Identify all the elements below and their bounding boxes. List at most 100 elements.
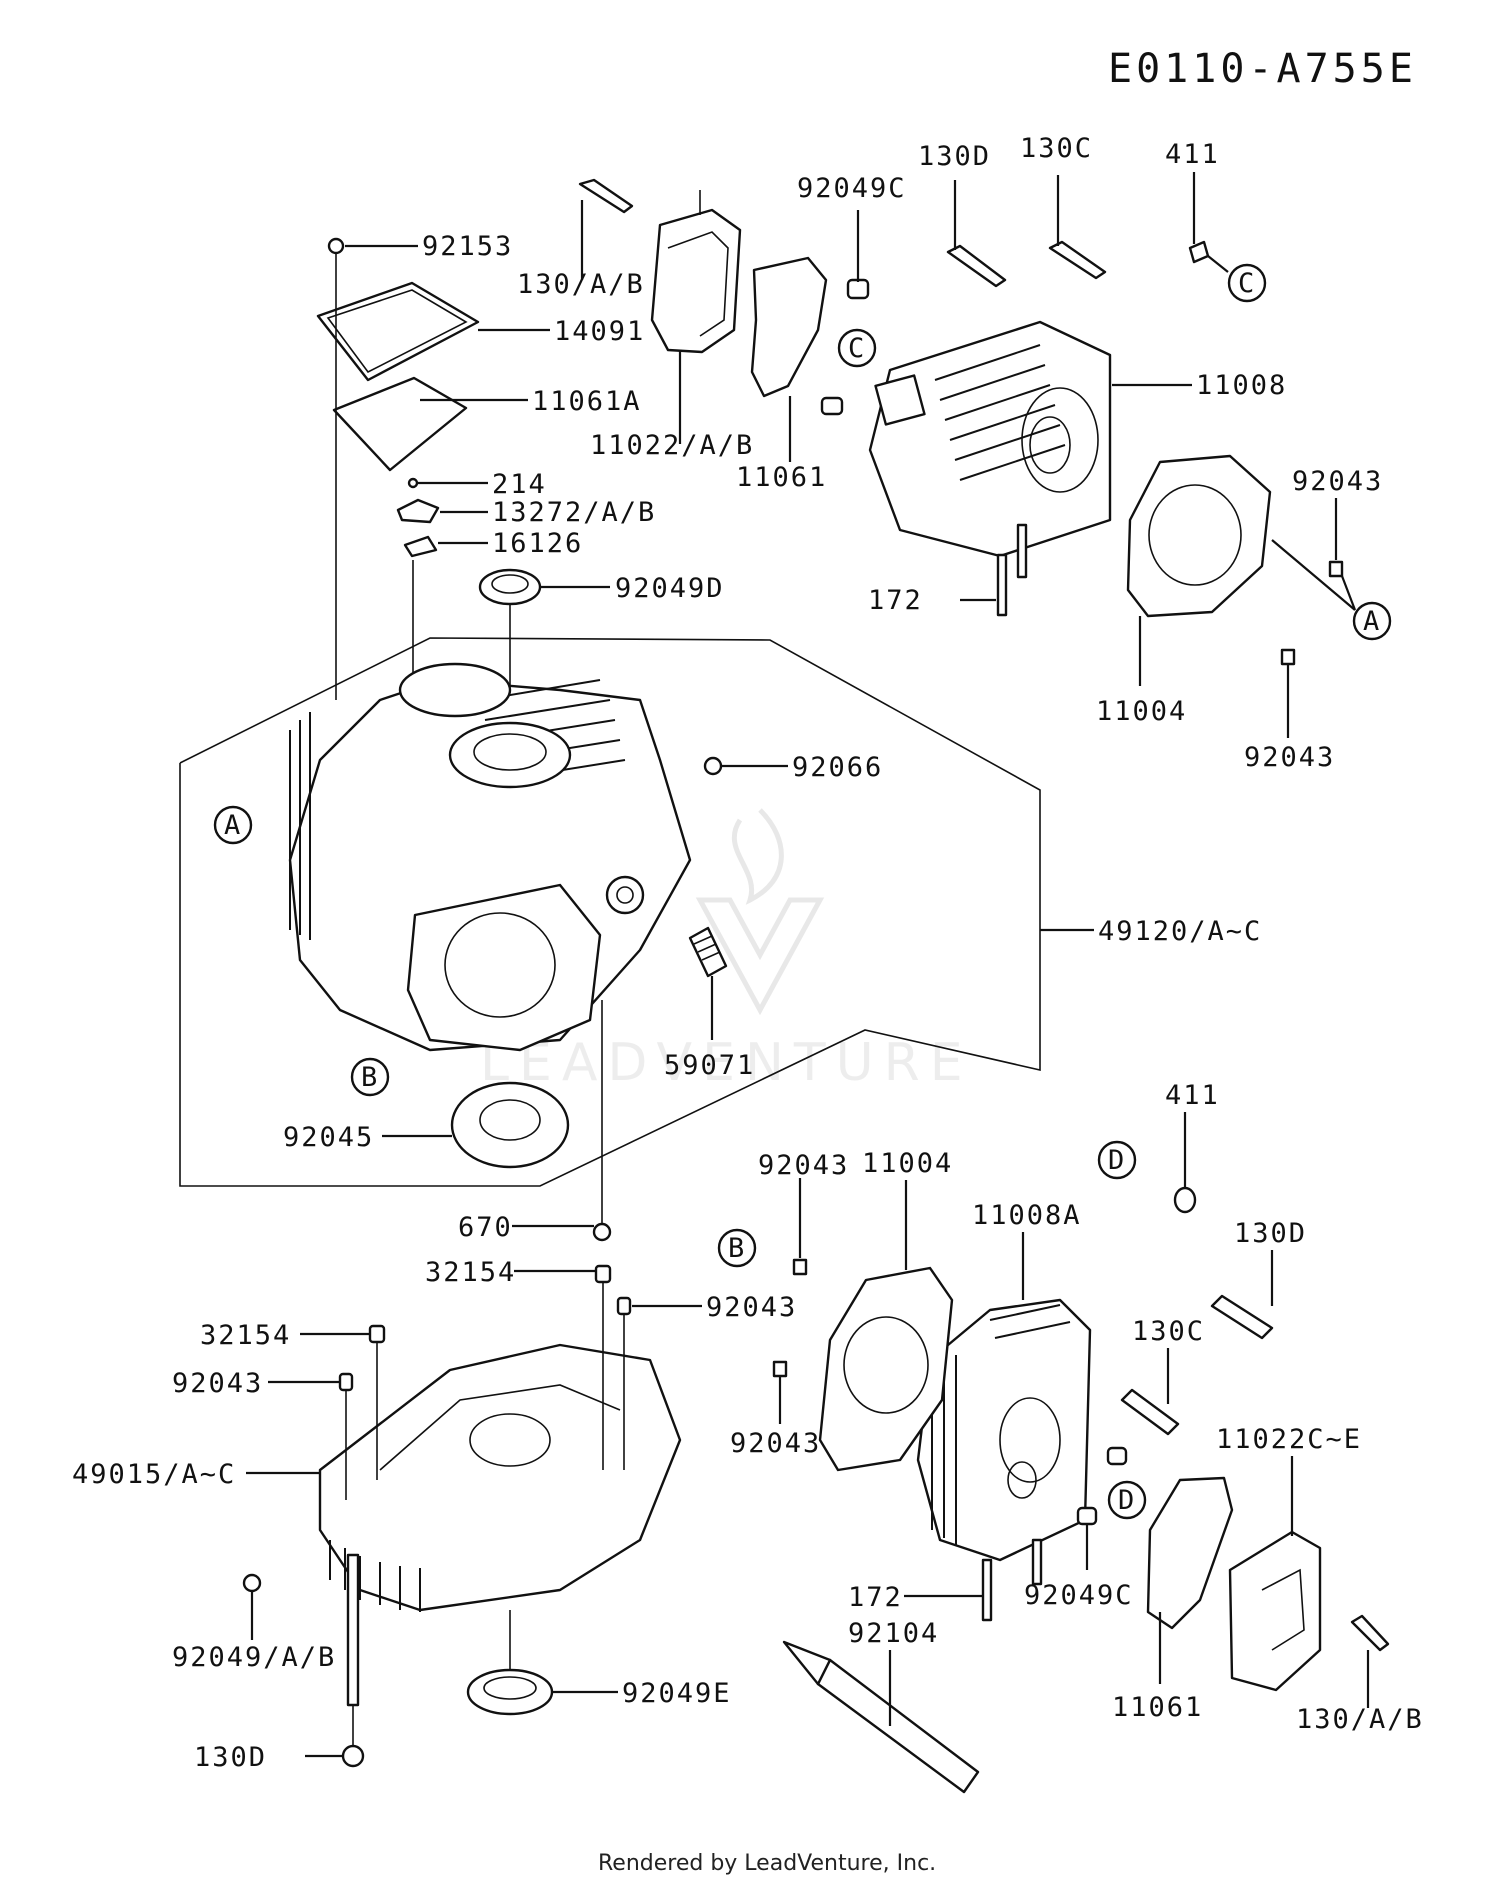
label-11061-top: 11061	[736, 462, 827, 493]
svg-text:A: A	[1363, 606, 1381, 637]
crankcase-lower-49015	[318, 1343, 682, 1612]
plug-32154-a	[594, 1264, 612, 1284]
label-92104: 92104	[848, 1618, 939, 1649]
bolt-130AB-bottom	[1350, 1614, 1390, 1652]
label-670: 670	[458, 1212, 513, 1243]
label-92153: 92153	[422, 231, 513, 262]
ref-circle-C-mid: C	[837, 328, 877, 368]
ref-circle-B-left: B	[350, 1057, 390, 1097]
label-92043-c: 92043	[706, 1292, 797, 1323]
gasket-11061-bottom	[1146, 1476, 1234, 1630]
sealant-tube-92104	[816, 1658, 980, 1794]
ref-circle-A-left: A	[213, 805, 253, 845]
label-214: 214	[492, 469, 547, 500]
label-92049C-top: 92049C	[797, 173, 907, 204]
dowel-92043-c	[616, 1296, 632, 1316]
washer-411-bottom	[1173, 1186, 1197, 1214]
fitting-92049C-top	[846, 278, 870, 300]
gasket-14091	[316, 281, 480, 382]
ref-circle-C-top: C	[1227, 263, 1267, 303]
stud-172-bottom	[981, 1558, 993, 1622]
label-92043-a: 92043	[1292, 466, 1383, 497]
label-32154-b: 32154	[200, 1320, 291, 1351]
bearing-92045	[450, 1081, 570, 1169]
leader-lines	[246, 172, 1370, 1758]
label-411-bottom: 411	[1165, 1080, 1220, 1111]
label-92043-b: 92043	[1244, 742, 1335, 773]
ref-circle-D-top: D	[1097, 1140, 1137, 1180]
dowel-92043-f	[772, 1360, 788, 1378]
label-92049D: 92049D	[615, 573, 725, 604]
label-16126: 16126	[492, 528, 583, 559]
dowel-92043-d	[338, 1372, 354, 1392]
label-411-top: 411	[1165, 139, 1220, 170]
svg-text:A: A	[224, 810, 242, 841]
label-13272: 13272/A/B	[492, 497, 656, 528]
label-11008: 11008	[1196, 370, 1287, 401]
label-92043-d: 92043	[172, 1368, 263, 1399]
label-130C-top: 130C	[1020, 133, 1093, 164]
label-49015: 49015/A~C	[72, 1459, 236, 1490]
dowel-92043-e	[792, 1258, 808, 1276]
ref-circle-D-mid: D	[1107, 1480, 1147, 1520]
gasket-11061-top	[750, 256, 828, 398]
washer-670	[592, 1222, 612, 1242]
cylinder-head-11008	[868, 320, 1112, 558]
nut-92066	[703, 756, 723, 776]
ref-circle-B-right: B	[717, 1228, 757, 1268]
label-92049C-bottom: 92049C	[1024, 1580, 1134, 1611]
plate-11061A	[332, 376, 468, 472]
svg-text:B: B	[361, 1062, 379, 1093]
bolt-130D-bottom	[346, 1553, 360, 1707]
label-92043-f: 92043	[730, 1428, 821, 1459]
label-11004-bottom: 11004	[862, 1148, 953, 1179]
label-92043-e: 92043	[758, 1150, 849, 1181]
label-11008A: 11008A	[972, 1200, 1082, 1231]
label-11061A: 11061A	[532, 386, 642, 417]
pin-214	[407, 477, 419, 489]
label-11004-top: 11004	[1096, 696, 1187, 727]
label-130C-bottom: 130C	[1132, 1316, 1205, 1347]
svg-text:D: D	[1108, 1145, 1126, 1176]
dowel-92043-a	[1328, 560, 1344, 578]
label-172-bottom: 172	[848, 1582, 903, 1613]
label-32154-a: 32154	[425, 1257, 516, 1288]
part-labels: 92153 14091 11061A 214 13272/A/B 16126 9…	[72, 133, 1424, 1773]
watermark-logo: LEADVENTURE	[480, 808, 973, 1093]
ref-circle-A-right: A	[1352, 601, 1392, 641]
label-130D-right: 130D	[1234, 1218, 1307, 1249]
plug-32154-b	[368, 1324, 386, 1344]
svg-text:C: C	[848, 333, 866, 364]
svg-text:D: D	[1118, 1485, 1136, 1516]
label-172-top: 172	[868, 585, 923, 616]
rocker-cover-11022C	[1228, 1530, 1322, 1692]
label-92049AB: 92049/A/B	[172, 1642, 336, 1673]
bolt-130C-top	[1048, 240, 1107, 280]
label-14091: 14091	[554, 316, 645, 347]
label-92066: 92066	[792, 752, 883, 783]
label-59071: 59071	[664, 1050, 755, 1081]
label-92045: 92045	[283, 1122, 374, 1153]
bolt-130D-right	[1210, 1294, 1274, 1340]
label-92049E: 92049E	[622, 1678, 732, 1709]
fitting-92049C-bottom	[1076, 1506, 1098, 1526]
bolt-130D-top	[946, 244, 1007, 288]
label-130AB-top: 130/A/B	[517, 269, 645, 300]
plate-16126	[403, 535, 438, 558]
footer-credit: Rendered by LeadVenture, Inc.	[598, 1851, 936, 1876]
dowel-92043-b	[1280, 648, 1296, 666]
svg-text:B: B	[728, 1233, 746, 1264]
bolt-130C-bottom	[1120, 1388, 1180, 1436]
watermark-text: LEADVENTURE	[480, 1033, 973, 1093]
svg-text:C: C	[1238, 268, 1256, 299]
label-130D-bottom: 130D	[194, 1742, 267, 1773]
spring-59071	[688, 926, 728, 978]
label-11022C: 11022C~E	[1216, 1424, 1362, 1455]
label-130AB-bottom: 130/A/B	[1296, 1704, 1424, 1735]
label-130D-top: 130D	[918, 141, 991, 172]
bolt-92153	[327, 237, 345, 255]
stud-172-top	[996, 553, 1008, 617]
seal-92049AB	[242, 1573, 262, 1593]
